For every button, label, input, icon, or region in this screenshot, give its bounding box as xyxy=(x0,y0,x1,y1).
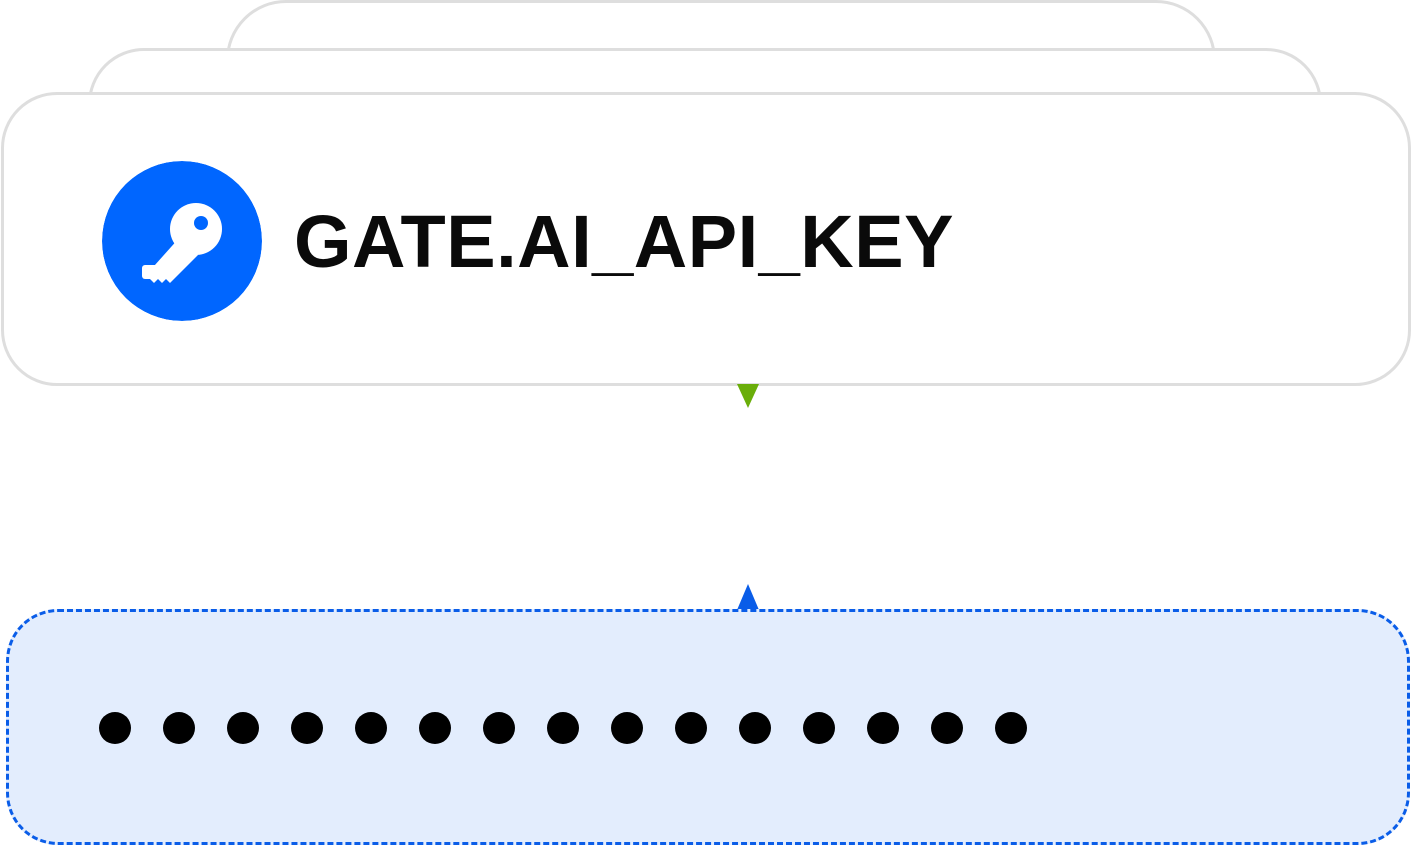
masked-char-dot xyxy=(995,712,1027,744)
masked-char-dot xyxy=(867,712,899,744)
masked-char-dot xyxy=(803,712,835,744)
masked-char-dot xyxy=(227,712,259,744)
key-icon xyxy=(102,161,262,321)
masked-char-dot xyxy=(99,712,131,744)
masked-char-dot xyxy=(291,712,323,744)
masked-value-node[interactable] xyxy=(6,609,1410,845)
masked-char-dot xyxy=(355,712,387,744)
key-name-title: GATE.AI_API_KEY xyxy=(294,200,954,283)
masked-char-dot xyxy=(739,712,771,744)
api-key-node[interactable]: GATE.AI_API_KEY xyxy=(1,92,1411,386)
masked-char-dot xyxy=(419,712,451,744)
masked-char-dot xyxy=(675,712,707,744)
masked-char-dot xyxy=(483,712,515,744)
masked-char-dot xyxy=(163,712,195,744)
masked-key-value xyxy=(99,710,1027,746)
connector-arrow xyxy=(737,384,759,610)
masked-char-dot xyxy=(931,712,963,744)
connector-bottom-arrowhead xyxy=(737,584,759,610)
connector-top-arrowhead xyxy=(737,384,759,408)
masked-char-dot xyxy=(547,712,579,744)
masked-char-dot xyxy=(611,712,643,744)
